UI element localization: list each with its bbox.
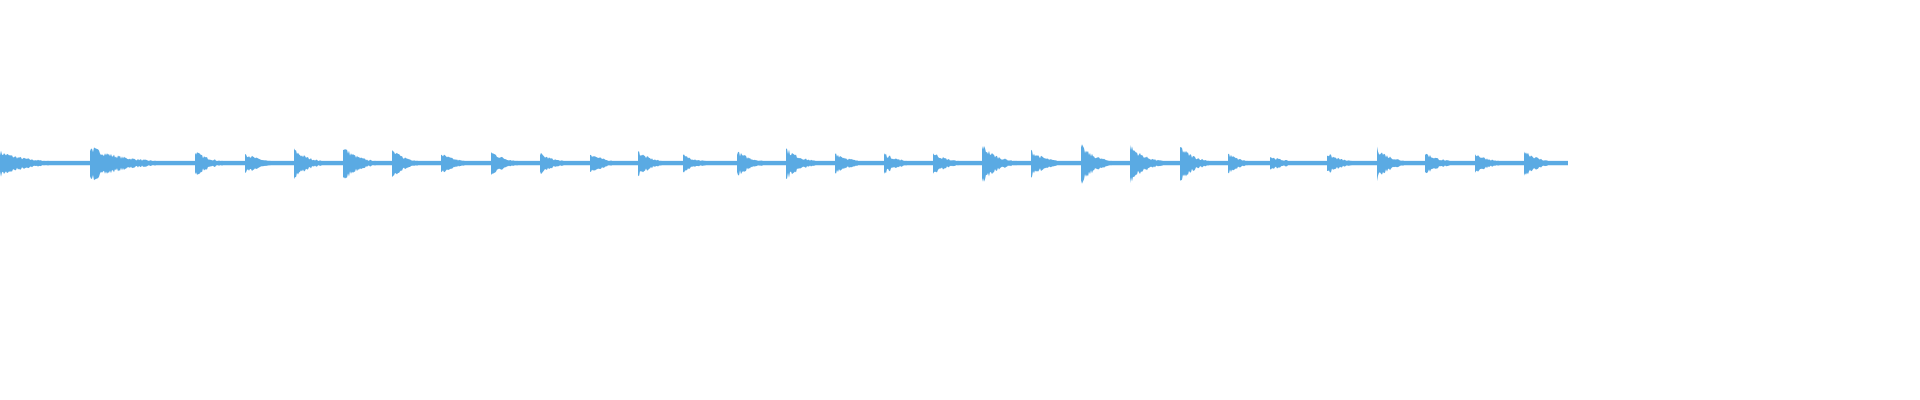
waveform-segment xyxy=(683,154,737,173)
waveform-segment xyxy=(590,154,638,172)
waveform-segment xyxy=(982,146,1031,182)
waveform-segment xyxy=(933,153,982,174)
waveform-segment xyxy=(294,148,343,180)
waveform-segment xyxy=(343,149,392,179)
waveform-segment xyxy=(1031,149,1081,178)
waveform-segment xyxy=(737,151,786,176)
waveform-segments xyxy=(0,144,1568,184)
waveform-segment xyxy=(491,152,540,176)
waveform-segment xyxy=(1524,151,1568,176)
waveform-segment xyxy=(1270,157,1327,170)
waveform-segment xyxy=(441,154,491,173)
waveform-segment xyxy=(1180,147,1228,181)
waveform-segment xyxy=(0,150,90,177)
waveform-segment xyxy=(1377,146,1425,182)
waveform-segment xyxy=(835,153,884,174)
waveform-segment xyxy=(392,150,441,178)
waveform-segment xyxy=(90,147,195,181)
waveform-segment xyxy=(1130,144,1180,184)
waveform-segment xyxy=(195,152,245,175)
waveform-segment xyxy=(786,148,835,179)
waveform-segment xyxy=(884,153,933,174)
waveform-segment xyxy=(1327,154,1377,173)
waveform-segment xyxy=(540,152,590,175)
waveform-segment xyxy=(1425,153,1475,174)
waveform-segment xyxy=(1475,154,1524,173)
waveform-segment xyxy=(245,154,294,173)
waveform-segment xyxy=(1081,144,1130,184)
waveform-segment xyxy=(1228,153,1270,174)
waveform-segment xyxy=(638,151,683,177)
